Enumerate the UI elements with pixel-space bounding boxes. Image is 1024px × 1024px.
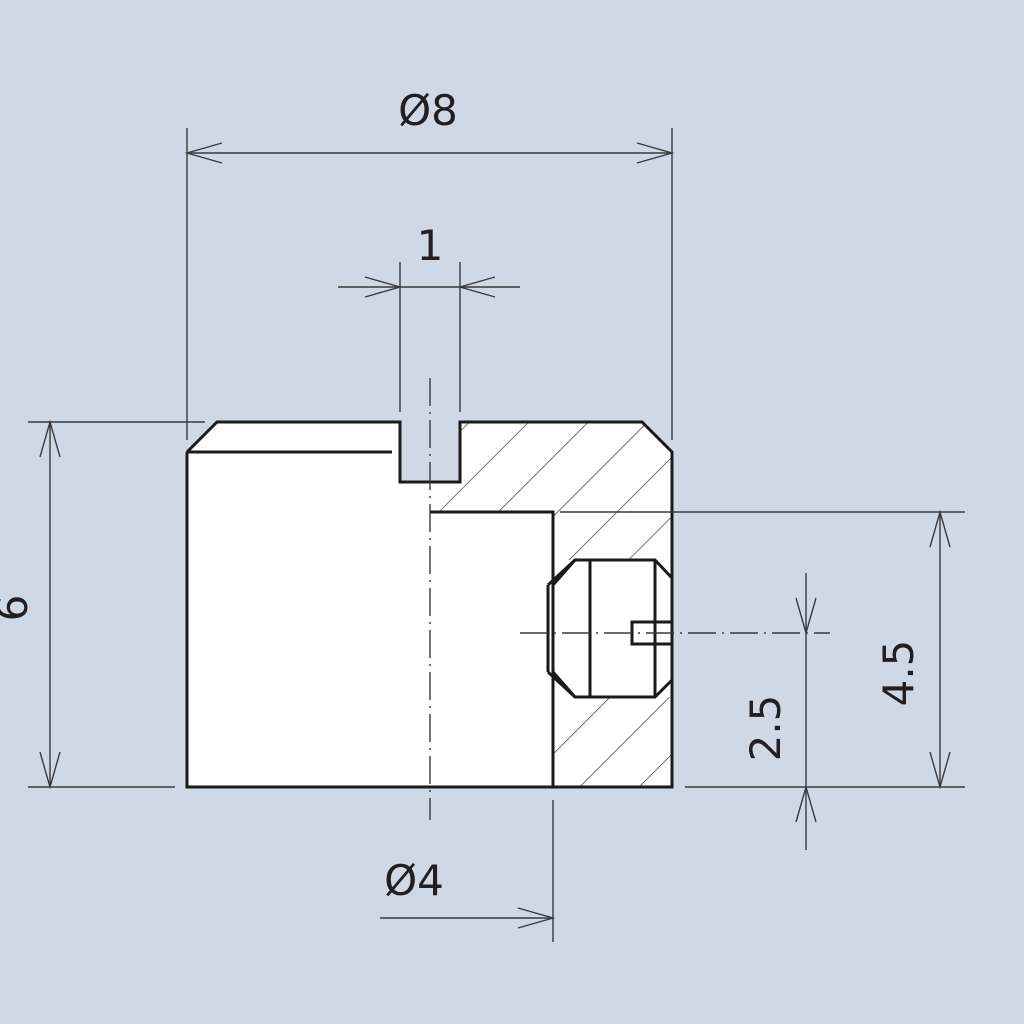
hole-cone-a: [546, 558, 577, 587]
outer-diameter-label: Ø8: [398, 86, 458, 135]
dimension-hole-offset: 2.5: [685, 573, 965, 850]
bore-depth-label: 4.5: [874, 640, 923, 707]
dimension-height: 6: [0, 419, 205, 790]
section-hatch-bottom: [553, 697, 672, 787]
dimension-bore-diameter: Ø4: [380, 800, 556, 942]
dimension-outer-diameter: Ø8: [184, 86, 675, 440]
hole-offset-label: 2.5: [741, 695, 790, 762]
hole-thread-minor: [551, 558, 674, 586]
bore-diameter-label: Ø4: [384, 856, 444, 905]
hole-thread-minor-bottom: [551, 671, 674, 699]
slot-width-label: 1: [417, 221, 444, 270]
bore-outline: [430, 510, 555, 787]
threaded-hole: [553, 560, 672, 697]
dimension-slot-width: 1: [338, 221, 520, 412]
dimension-bore-depth: 4.5: [560, 509, 965, 790]
hole-cone-b: [546, 670, 577, 699]
part-outline: [185, 420, 674, 789]
section-hatch-top: [430, 422, 672, 560]
height-label: 6: [0, 595, 37, 622]
